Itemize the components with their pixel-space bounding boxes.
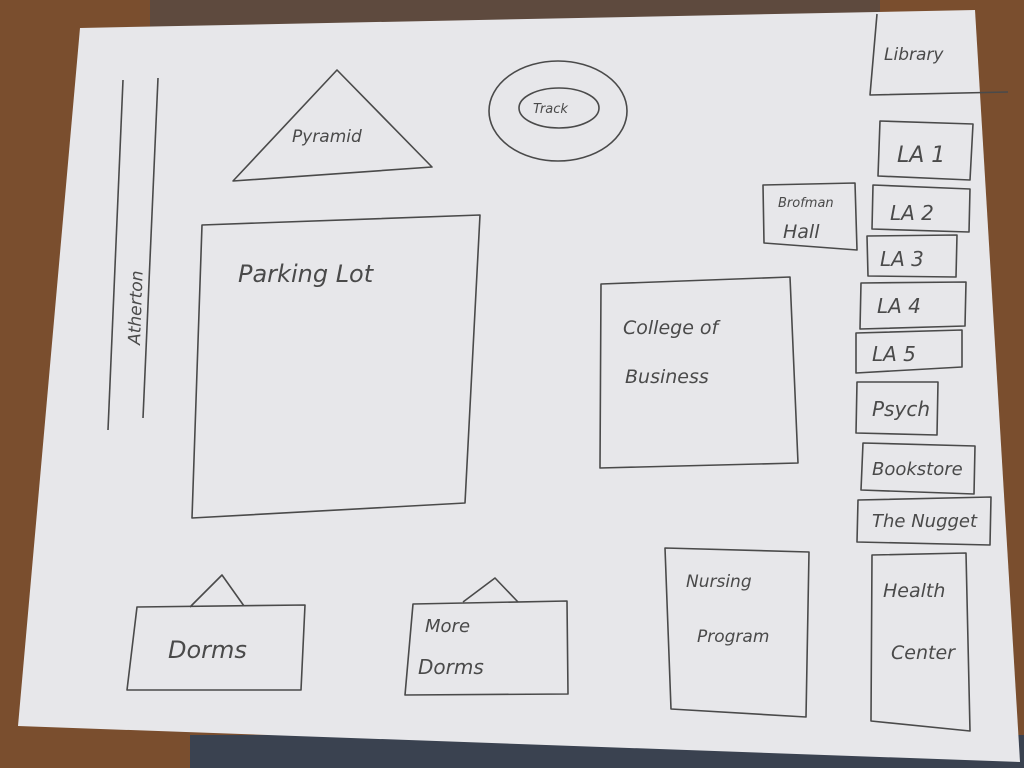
college-of-business-label-line2: Business (625, 366, 709, 388)
library: Library (869, 13, 1009, 96)
brofman-hall: Brofman Hall (762, 182, 858, 251)
la-3-label: LA 3 (880, 247, 924, 271)
atherton-label: Atherton (125, 270, 148, 346)
health-center-label-line2: Center (891, 642, 956, 664)
psych-label: Psych (872, 397, 930, 421)
parking-lot: Parking Lot (191, 214, 481, 519)
college-of-business-label-line1: College of (623, 317, 722, 339)
college-of-business: College of Business (599, 276, 799, 469)
la-4-label: LA 4 (877, 294, 921, 318)
the-nugget: The Nugget (856, 496, 992, 546)
health-center-label-line1: Health (883, 580, 945, 602)
track: Track (488, 60, 628, 162)
la-5: LA 5 (855, 329, 963, 374)
library-label: Library (884, 45, 944, 65)
la-5-label: LA 5 (872, 342, 916, 366)
more-dorms-label-line1: More (425, 616, 470, 637)
more-dorms: More Dorms (404, 577, 569, 696)
nursing-program-label-line2: Program (697, 627, 769, 647)
la-1-label: LA 1 (897, 143, 945, 168)
parking-lot-label: Parking Lot (238, 260, 375, 288)
la-4: LA 4 (859, 281, 967, 330)
dorms: Dorms (126, 574, 306, 691)
dorms-label: Dorms (168, 636, 247, 664)
more-dorms-label-line2: Dorms (418, 655, 484, 679)
track-label: Track (533, 102, 568, 117)
pyramid: Pyramid (232, 69, 433, 182)
health-center: Health Center (870, 552, 971, 732)
paper-sheet (18, 10, 1020, 762)
pyramid-label: Pyramid (292, 127, 362, 147)
bookstore-label: Bookstore (872, 459, 963, 480)
nursing-program-label-line1: Nursing (686, 572, 752, 592)
atherton-road: Atherton (107, 77, 159, 431)
psych: Psych (855, 381, 939, 436)
la-1: LA 1 (877, 120, 974, 181)
la-3: LA 3 (866, 234, 958, 278)
la-2-label: LA 2 (890, 201, 934, 225)
brofman-hall-label-line1: Brofman (778, 196, 834, 211)
nursing-program: Nursing Program (664, 547, 810, 718)
brofman-hall-label-line2: Hall (783, 221, 820, 243)
la-2: LA 2 (871, 184, 971, 233)
bookstore: Bookstore (860, 442, 976, 495)
the-nugget-label: The Nugget (872, 511, 978, 532)
